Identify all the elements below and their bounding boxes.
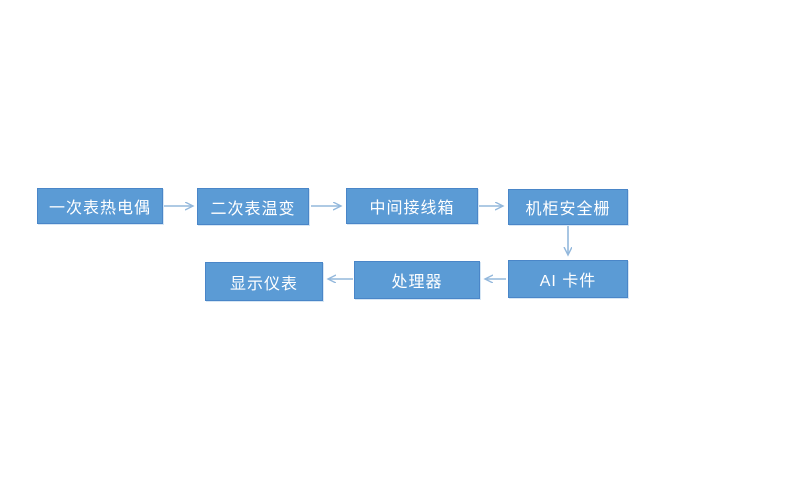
node-label: 处理器: [391, 274, 443, 291]
node-label: 一次表热电偶: [48, 200, 151, 217]
node-label: 机柜安全栅: [525, 201, 611, 218]
node-label: 显示仪表: [229, 275, 298, 293]
node-ai-card: AI 卡件: [508, 260, 628, 298]
node-label: AI 卡件: [539, 273, 597, 290]
node-label: 中间接线箱: [369, 200, 455, 217]
node-processor: 处理器: [354, 261, 480, 299]
node-safety-barrier: 机柜安全栅: [508, 189, 628, 225]
node-junction-box: 中间接线箱: [346, 188, 478, 224]
node-label: 二次表温变: [210, 200, 296, 218]
node-display-instrument: 显示仪表: [205, 262, 323, 301]
node-primary-thermocouple: 一次表热电偶: [37, 188, 163, 224]
node-secondary-transmitter: 二次表温变: [197, 188, 309, 225]
